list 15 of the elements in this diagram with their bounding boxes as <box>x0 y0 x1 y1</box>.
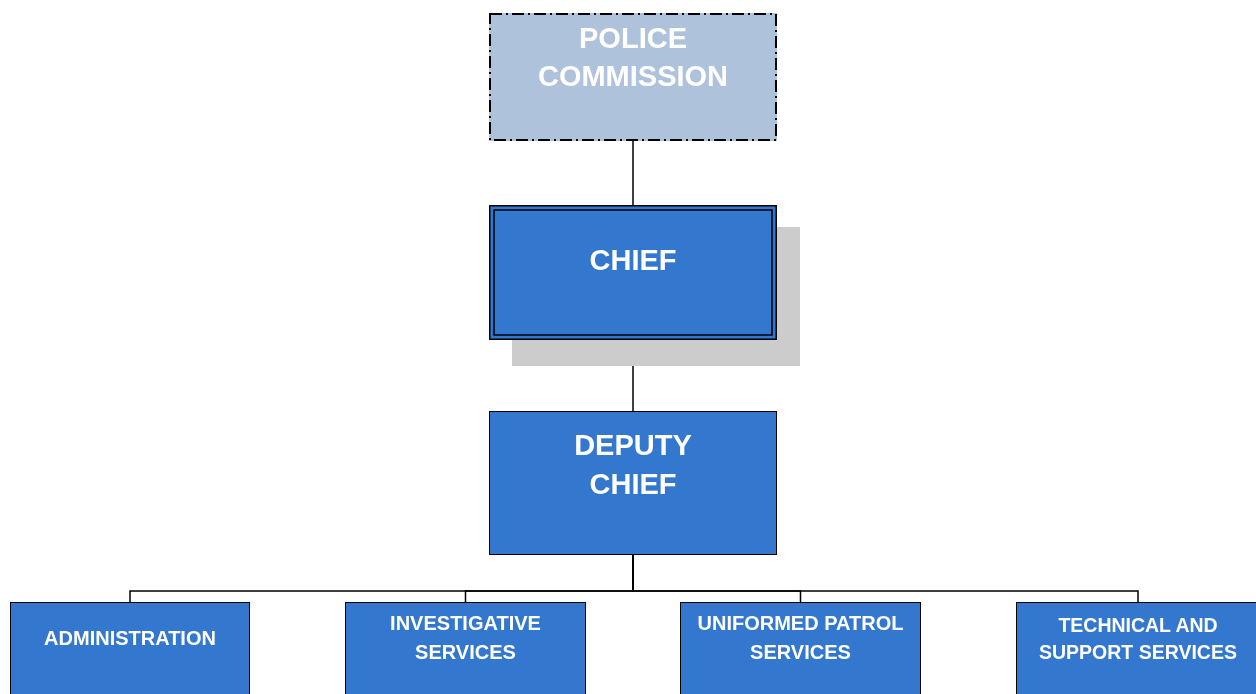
box-label: CHIEF <box>588 243 678 278</box>
org-box <box>345 602 586 694</box>
org-box <box>1016 602 1256 694</box>
box-label: ADMINISTRATION <box>43 626 217 651</box>
org-box <box>489 205 777 340</box>
box-label: INVESTIGATIVE SERVICES <box>389 611 542 665</box>
connector-line <box>632 140 634 206</box>
box-label: UNIFORMED PATROL SERVICES <box>696 611 905 665</box>
box-label: POLICE COMMISSION <box>536 21 730 94</box>
box-label: DEPUTY CHIEF <box>573 428 693 502</box>
org-box <box>680 602 921 694</box>
box-label: TECHNICAL AND SUPPORT SERVICES <box>1038 613 1238 665</box>
org-box <box>489 13 777 141</box>
org-box <box>10 602 250 694</box>
org-box <box>489 411 777 555</box>
